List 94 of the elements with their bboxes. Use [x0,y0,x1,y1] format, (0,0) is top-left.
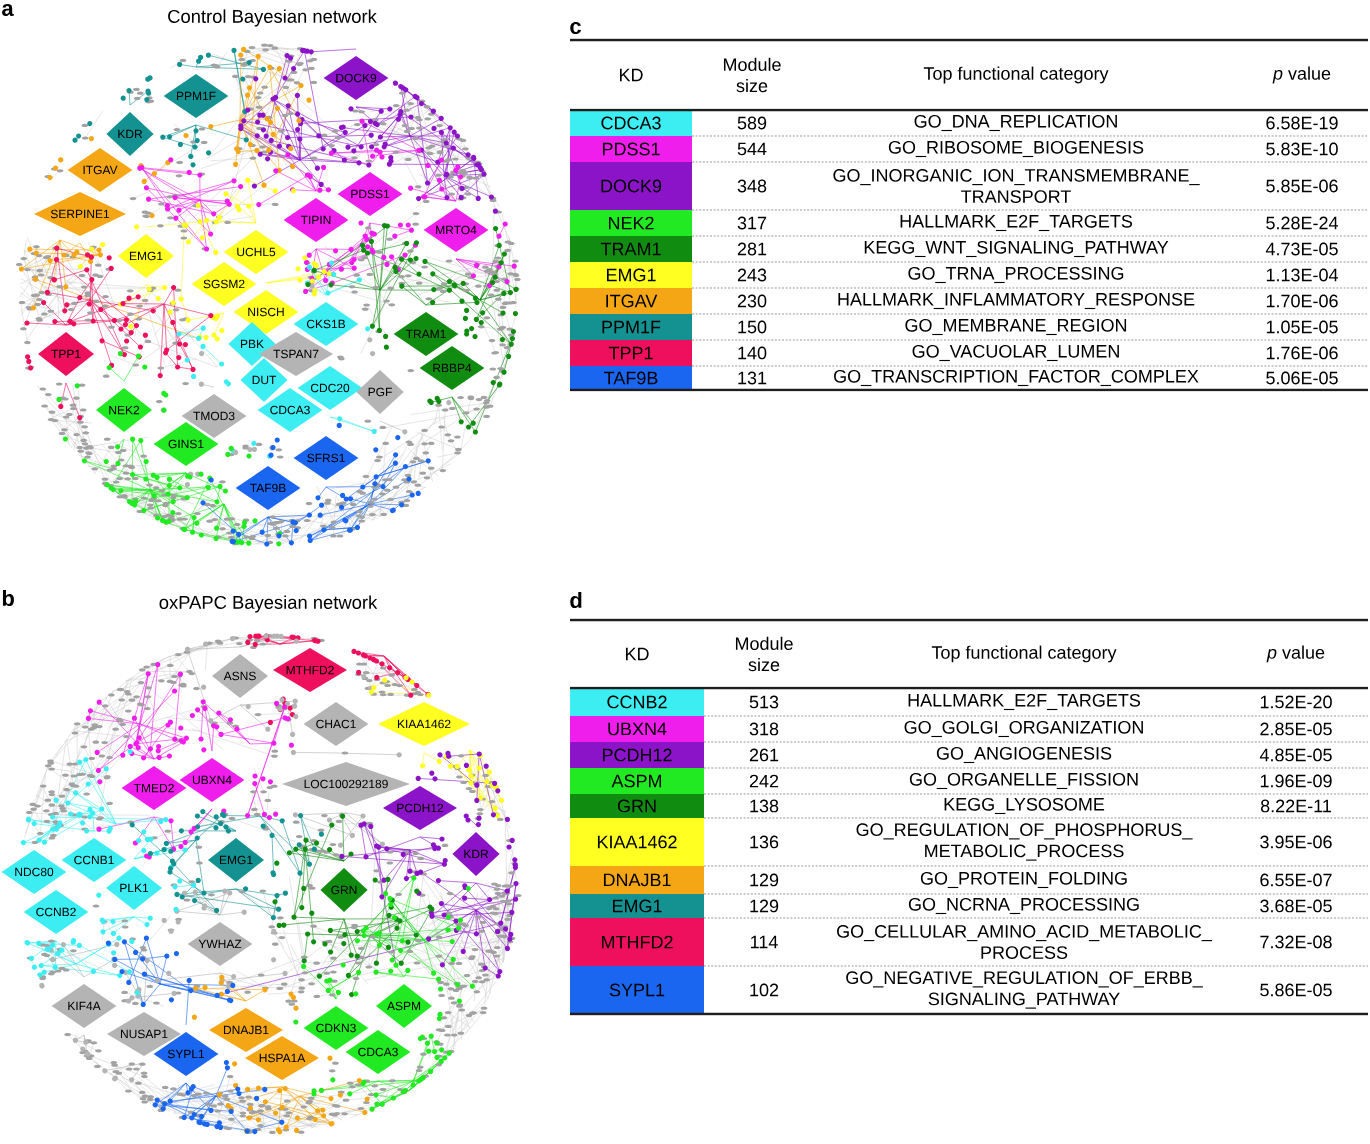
key-driver-cell: PCDH12 [570,742,704,768]
module-size: 243 [737,268,767,282]
key-driver-cell: EMG1 [570,262,692,288]
functional-category: GO_DNA_REPLICATION [914,114,1117,132]
column-header: p value [1272,66,1331,84]
column-header: Top functional category [923,66,1109,84]
functional-category: GO_CELLULAR_AMINO_ACID_METABOLIC_ PROCESS [837,925,1213,959]
key-driver-cell: GRN [570,794,704,818]
functional-category: HALLMARK_E2F_TARGETS [908,693,1141,711]
module-size: 138 [750,799,779,813]
column-header: KD [626,647,649,661]
column-header: KD [620,68,643,82]
functional-category: GO_TRANSCRIPTION_FACTOR_COMPLEX [834,369,1199,387]
p-value: 5.83E-10 [1266,142,1338,156]
p-value: 3.68E-05 [1260,899,1332,913]
module-size: 114 [751,935,778,949]
key-driver-cell: TAF9B [570,366,692,390]
functional-category: GO_PROTEIN_FOLDING [920,871,1127,889]
functional-category: KEGG_LYSOSOME [944,797,1105,815]
functional-category: GO_NCRNA_PROCESSING [908,897,1139,915]
functional-category: GO_RIBOSOME_BIOGENESIS [888,140,1144,158]
p-value: 1.05E-05 [1266,320,1338,334]
module-size: 129 [750,873,779,887]
panel-letter: d [570,591,582,609]
module-size: 150 [738,320,767,334]
p-value: 4.85E-05 [1259,748,1332,762]
p-value: 1.70E-06 [1266,294,1338,308]
panel-letter: c [570,22,581,35]
module-size: 348 [737,179,767,193]
module-size: 318 [749,722,779,736]
p-value: 7.32E-08 [1260,935,1332,949]
module-size: 513 [749,695,779,709]
functional-category: GO_VACUOLAR_LUMEN [912,344,1119,362]
functional-category: GO_GOLGI_ORGANIZATION [904,720,1143,738]
key-driver-cell: CCNB2 [570,688,704,716]
key-driver-cell: EMG1 [570,894,704,918]
key-driver-cell: NEK2 [570,210,692,236]
functional-category: GO_ANGIOGENESIS [936,746,1112,764]
panel-title: oxPAPC Bayesian network [159,595,378,613]
key-driver-cell: PDSS1 [570,136,692,162]
p-value: 1.52E-20 [1260,695,1332,709]
module-size: 242 [749,774,779,788]
module-size: 317 [737,216,767,230]
module-size: 131 [738,371,767,385]
p-value: 2.85E-05 [1260,722,1332,736]
key-driver-cell: TPP1 [570,340,692,366]
p-value: 5.85E-06 [1266,179,1338,193]
panel-title: Control Bayesian network [168,9,377,27]
key-driver-cell: CDCA3 [570,110,692,136]
functional-category: GO_TRNA_PROCESSING [908,266,1124,284]
key-driver-cell: ITGAV [570,288,692,314]
column-header: Module size [735,636,793,672]
key-driver-cell: ASPM [570,768,704,794]
key-driver-cell: MTHFD2 [570,918,704,966]
p-value: 6.55E-07 [1260,873,1332,887]
functional-category: GO_ORGANELLE_FISSION [909,772,1138,790]
key-driver-cell: KIAA1462 [570,818,704,866]
module-size: 136 [750,835,779,849]
column-header: Top functional category [931,645,1117,663]
key-driver-cell: DOCK9 [570,162,692,210]
functional-category: GO_MEMBRANE_REGION [905,318,1127,336]
panel-letter: a [2,4,14,16]
module-size: 589 [737,116,767,130]
module-size: 102 [750,983,779,997]
p-value: 1.96E-09 [1260,774,1332,788]
key-driver-cell: TRAM1 [570,236,692,262]
p-value: 1.76E-06 [1266,346,1338,360]
module-size: 544 [737,142,767,156]
functional-category: GO_REGULATION_OF_PHOSPHORUS_ METABOLIC_PROCESS [856,823,1193,861]
p-value: 5.06E-05 [1266,371,1338,385]
functional-category: HALLMARK_E2F_TARGETS [900,214,1133,232]
functional-category: GO_INORGANIC_ION_TRANSMEMBRANE_ TRANSPORT [833,169,1200,203]
p-value: 5.86E-05 [1260,983,1332,997]
p-value: 8.22E-11 [1260,799,1331,813]
module-size: 230 [737,294,767,308]
p-value: 4.73E-05 [1265,242,1338,256]
column-header: p value [1266,645,1325,663]
key-driver-cell: DNAJB1 [570,866,704,894]
key-driver-cell: SYPL1 [570,966,704,1014]
key-driver-cell: UBXN4 [570,716,704,742]
module-size: 129 [750,899,779,913]
column-header: Module size [723,57,781,93]
panel-letter: b [2,589,14,607]
key-driver-cell: PPM1F [570,314,692,340]
module-size: 261 [749,748,779,762]
functional-category: KEGG_WNT_SIGNALING_PATHWAY [864,240,1169,258]
functional-category: GO_NEGATIVE_REGULATION_OF_ERBB_ SIGNALING_PATHWAY [846,971,1203,1009]
module-size: 140 [738,346,767,360]
p-value: 3.95E-06 [1260,835,1332,849]
p-value: 5.28E-24 [1266,216,1338,230]
p-value: 6.58E-19 [1266,116,1338,130]
module-size: 281 [737,242,767,256]
p-value: 1.13E-04 [1266,268,1338,282]
functional-category: HALLMARK_INFLAMMATORY_RESPONSE [838,292,1195,310]
